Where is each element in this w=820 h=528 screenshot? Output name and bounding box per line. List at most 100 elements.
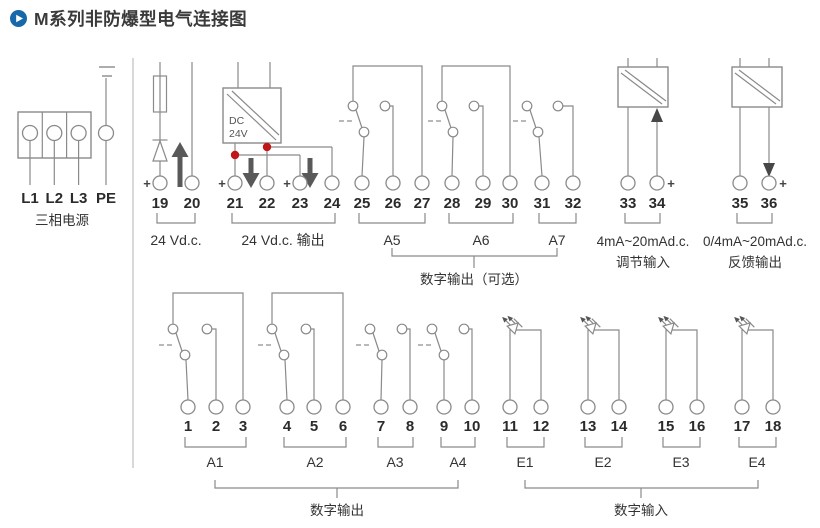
isolator-icon: [731, 66, 783, 108]
terminal-circle-10: [464, 399, 480, 415]
plus-sign: +: [779, 176, 787, 191]
terminal-circle-24: [324, 175, 340, 191]
terminal-circle-6: [335, 399, 351, 415]
relay-top-bracket: [352, 65, 423, 176]
terminal-number: 28: [444, 195, 461, 212]
junction-dot: [262, 142, 272, 152]
terminal-circle-l3: [70, 124, 87, 142]
terminal-circle-22: [259, 175, 275, 191]
switch-contact-icon: [356, 323, 411, 400]
changeover-contact-icon: [339, 100, 394, 176]
annotation-digital-out-optional: 数字输出（可选）: [391, 248, 558, 287]
group-bracket: [231, 213, 336, 224]
group-bracket: [156, 213, 196, 224]
group-label: E4: [748, 454, 765, 470]
group-label: 0/4mA~20mAd.c.: [703, 234, 807, 249]
terminal-circle-23: [292, 175, 308, 191]
group-feedback-output-35-36: + 35 36 0/4mA~20mAd.c. 反馈输出: [703, 58, 807, 270]
group-label: 调节输入: [616, 255, 670, 270]
terminal-number: 20: [184, 195, 201, 212]
bullet-play-icon: [10, 10, 27, 27]
terminal-number: 2: [212, 418, 220, 435]
group-bracket: [584, 437, 623, 448]
group-bracket: [448, 213, 514, 224]
terminal-circle-5: [306, 399, 322, 415]
up-arrowhead-icon: [651, 108, 663, 122]
terminal-number: 36: [761, 195, 778, 212]
terminal-number: 5: [310, 418, 318, 435]
down-arrowhead-icon: [763, 163, 775, 177]
terminal-number: 11: [502, 418, 518, 435]
terminal-number: 29: [475, 195, 492, 212]
terminal-circle-1: [180, 399, 196, 415]
digital-input-e1: 11 12 E1: [502, 315, 550, 470]
terminal-circle-20: [184, 175, 200, 191]
group-label: E2: [594, 454, 611, 470]
relay-output-a1: 1 2 3 A1: [159, 292, 251, 470]
up-arrow-icon: [171, 142, 189, 187]
isolator-icon: [617, 66, 669, 108]
switch-contact-icon: [418, 323, 473, 400]
terminal-circle-34: [649, 175, 665, 191]
terminal-number: 12: [533, 418, 550, 435]
terminal-number: 27: [414, 195, 431, 212]
terminal-circle-19: [152, 175, 168, 191]
terminal-label: L1: [21, 190, 39, 207]
terminal-circle-12: [533, 399, 549, 415]
terminal-circle-pe: [97, 124, 115, 142]
digital-input-e3: 15 16 E3: [658, 315, 706, 470]
terminal-number: 18: [765, 418, 782, 435]
terminal-number: 1: [184, 418, 192, 435]
optocoupler-led-icon: [658, 315, 679, 336]
group-bracket: [184, 437, 247, 448]
terminal-number: 22: [259, 195, 276, 212]
relay-top-bracket: [441, 65, 511, 176]
terminal-number: 3: [239, 418, 247, 435]
group-bracket: [506, 437, 545, 448]
terminal-circle-13: [580, 399, 596, 415]
terminal-number: 7: [377, 418, 385, 435]
terminal-circle-7: [373, 399, 389, 415]
terminal-number: 32: [565, 195, 582, 212]
terminal-circle-8: [402, 399, 418, 415]
group-label: E1: [516, 454, 533, 470]
terminal-number: 10: [464, 418, 481, 435]
output-wires: [234, 143, 333, 176]
group-label: 24 Vd.c. 输出: [241, 232, 324, 248]
terminal-circle-3: [235, 399, 251, 415]
relay-output-a3: 7 8 A3: [356, 323, 418, 470]
terminal-number: 8: [406, 418, 414, 435]
terminal-circle-18: [765, 399, 781, 415]
annotation-digital-in: 数字输入: [524, 480, 759, 518]
terminal-number: 9: [440, 418, 448, 435]
terminal-circle-29: [475, 175, 491, 191]
group-label: A1: [206, 454, 223, 470]
changeover-contact-icon: [258, 323, 315, 400]
terminal-number: 21: [227, 195, 244, 212]
group-bracket: [358, 213, 426, 224]
group-bracket: [440, 437, 476, 448]
digital-input-e2: 13 14 E2: [580, 315, 628, 470]
terminal-number: 33: [620, 195, 637, 212]
terminal-number: 31: [534, 195, 551, 212]
dc24v-power-supply-icon: DC 24V: [222, 87, 282, 144]
switch-contact-icon: [513, 100, 574, 176]
relay-output-a7: 31 32 A7: [513, 100, 582, 248]
optocoupler-led-icon: [580, 315, 601, 336]
terminal-circle-l1: [21, 124, 39, 142]
terminal-number: 35: [732, 195, 749, 212]
terminal-circle-28: [444, 175, 460, 191]
terminal-number: 16: [689, 418, 706, 435]
digital-input-e4: 17 18 E4: [734, 315, 782, 470]
changeover-contact-icon: [428, 100, 484, 176]
terminal-circle-4: [279, 399, 295, 415]
terminal-circle-26: [385, 175, 401, 191]
terminal-circle-11: [502, 399, 518, 415]
terminal-circle-16: [689, 399, 705, 415]
terminal-number: 24: [324, 195, 341, 212]
group-label: E3: [672, 454, 689, 470]
terminal-circle-31: [534, 175, 550, 191]
plus-sign: +: [218, 176, 226, 191]
